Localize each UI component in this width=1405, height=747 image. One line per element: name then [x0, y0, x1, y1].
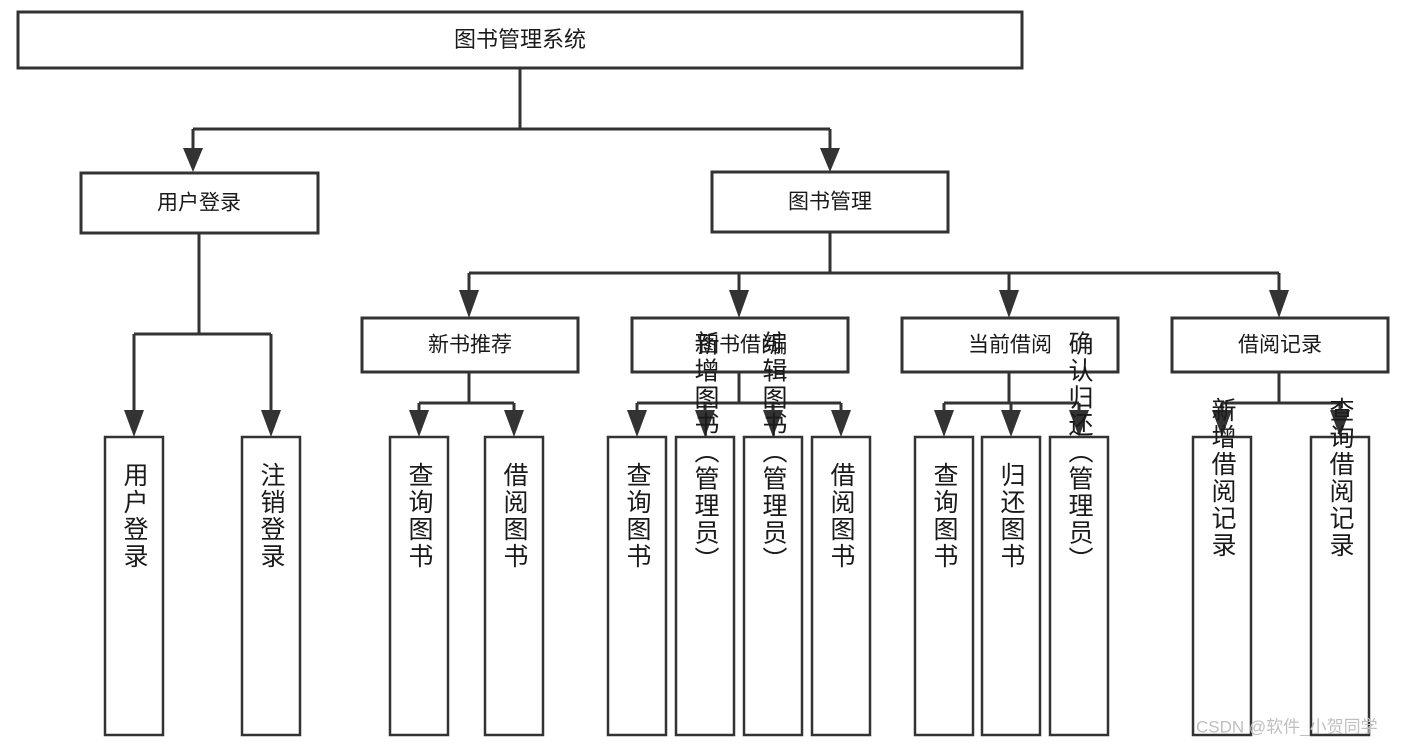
node-leaf-borrow-book-2-box[interactable] [810, 435, 872, 737]
node-leaf-add-book[interactable]: 新增图书（管理员） [674, 331, 736, 737]
node-current-borrow-box[interactable] [900, 316, 1120, 374]
arrow-head-leaf-query-book-2 [627, 410, 647, 437]
node-leaf-query-record-label: 查询借阅记录 [1326, 397, 1355, 559]
arrow-head-book-borrow [729, 290, 749, 318]
node-leaf-confirm-return-box[interactable] [1048, 435, 1110, 737]
node-leaf-add-record[interactable]: 新增借阅记录 [1191, 397, 1253, 737]
arrow-head-leaf-edit-book [763, 410, 783, 437]
node-borrow-record-box[interactable] [1170, 316, 1390, 374]
node-book-manage-box[interactable] [710, 170, 950, 234]
node-leaf-query-book-1-label: 查询图书 [405, 462, 434, 570]
node-current-borrow-label: 当前借阅 [968, 334, 1052, 357]
node-new-book-recommend-box[interactable] [360, 316, 580, 374]
node-current-borrow[interactable]: 当前借阅 [900, 316, 1120, 374]
node-user-login[interactable]: 用户登录 [79, 171, 320, 235]
node-borrow-record[interactable]: 借阅记录 [1170, 316, 1390, 374]
node-leaf-borrow-book-1-box[interactable] [483, 435, 545, 737]
connector-book-borrow-to-leaves [627, 372, 851, 437]
node-leaf-add-book-label: 新增图书（管理员） [691, 331, 720, 574]
node-leaf-user-login[interactable]: 用户登录 [103, 435, 165, 737]
node-leaf-query-book-1[interactable]: 查询图书 [388, 435, 450, 737]
node-leaf-logout-box[interactable] [240, 435, 302, 737]
node-leaf-query-record-box[interactable] [1309, 435, 1371, 737]
node-leaf-user-login-box[interactable] [103, 435, 165, 737]
node-leaf-add-record-box[interactable] [1191, 435, 1253, 737]
arrow-head-leaf-query-book-1 [409, 410, 429, 437]
node-leaf-query-record[interactable]: 查询借阅记录 [1309, 397, 1371, 737]
arrow-head-leaf-add-book [695, 410, 715, 437]
node-book-manage[interactable]: 图书管理 [710, 170, 950, 234]
csdn-watermark: CSDN @软件_小贺同学 [1196, 717, 1378, 736]
arrow-head-leaf-user-login [124, 410, 144, 437]
node-leaf-borrow-book-2[interactable]: 借阅图书 [810, 435, 872, 737]
connector-root-to-level2 [183, 68, 840, 172]
node-leaf-edit-book-label: 编辑图书（管理员） [759, 331, 788, 574]
node-book-borrow-label: 图书借阅 [698, 334, 782, 357]
node-leaf-borrow-book-1-label: 借阅图书 [500, 462, 529, 570]
node-leaf-add-book-box[interactable] [674, 435, 736, 737]
node-leaf-edit-book-box[interactable] [742, 435, 804, 737]
node-leaf-query-book-3-label: 查询图书 [930, 462, 959, 570]
node-book-borrow[interactable]: 图书借阅 [630, 316, 850, 374]
node-leaf-query-book-1-box[interactable] [388, 435, 450, 737]
node-leaf-borrow-book-2-label: 借阅图书 [827, 462, 856, 570]
node-leaf-query-book-3[interactable]: 查询图书 [913, 435, 975, 737]
arrow-head-borrow-record [1269, 290, 1289, 318]
node-leaf-query-book-3-box[interactable] [913, 435, 975, 737]
node-leaf-borrow-book-1[interactable]: 借阅图书 [483, 435, 545, 737]
connector-new-book-to-leaves [409, 372, 524, 437]
arrow-head-current-borrow [999, 290, 1019, 318]
arrow-head-leaf-logout [261, 410, 281, 437]
connector-book-manage-to-level3 [459, 232, 1289, 318]
node-leaf-query-book-2-box[interactable] [606, 435, 668, 737]
node-leaf-logout[interactable]: 注销登录 [240, 435, 302, 737]
node-leaf-user-login-label: 用户登录 [120, 462, 149, 570]
node-new-book-recommend[interactable]: 新书推荐 [360, 316, 580, 374]
arrow-head-leaf-confirm-return [1069, 410, 1089, 437]
arrow-head-leaf-borrow-book-1 [504, 410, 524, 437]
connector-current-borrow-to-leaves [934, 372, 1089, 437]
arrow-head-new-book-recommend [459, 290, 479, 318]
node-book-manage-label: 图书管理 [788, 191, 872, 214]
node-leaf-return-book-label: 归还图书 [997, 462, 1026, 570]
node-leaf-query-book-2[interactable]: 查询图书 [606, 435, 668, 737]
node-user-login-box[interactable] [79, 171, 320, 235]
node-book-borrow-box[interactable] [630, 316, 850, 374]
arrow-head-leaf-query-book-3 [934, 410, 954, 437]
node-new-book-recommend-label: 新书推荐 [428, 334, 512, 357]
node-root[interactable]: 图书管理系统 [16, 10, 1024, 70]
arrow-head-leaf-query-record [1330, 410, 1350, 437]
node-leaf-logout-label: 注销登录 [257, 462, 286, 570]
arrow-head-leaf-borrow-book-2 [831, 410, 851, 437]
node-leaf-confirm-return-label: 确认归还（管理员） [1065, 331, 1094, 574]
node-borrow-record-label: 借阅记录 [1238, 334, 1322, 357]
node-leaf-query-book-2-label: 查询图书 [623, 462, 652, 570]
connector-user-login-to-leaves [124, 234, 281, 437]
arrow-head-book-manage [820, 148, 840, 172]
node-leaf-add-record-label: 新增借阅记录 [1208, 397, 1237, 559]
arrow-head-leaf-add-record [1212, 410, 1232, 437]
node-root-box[interactable] [16, 10, 1024, 70]
node-leaf-return-book[interactable]: 归还图书 [980, 435, 1042, 737]
node-root-label: 图书管理系统 [454, 27, 586, 52]
arrow-head-leaf-return-book [1001, 410, 1021, 437]
node-leaf-confirm-return[interactable]: 确认归还（管理员） [1048, 331, 1110, 737]
node-user-login-label: 用户登录 [157, 192, 241, 215]
node-leaf-return-book-box[interactable] [980, 435, 1042, 737]
connector-borrow-record-to-leaves [1212, 372, 1350, 437]
node-leaf-edit-book[interactable]: 编辑图书（管理员） [742, 331, 804, 737]
arrow-head-user-login [183, 148, 203, 172]
